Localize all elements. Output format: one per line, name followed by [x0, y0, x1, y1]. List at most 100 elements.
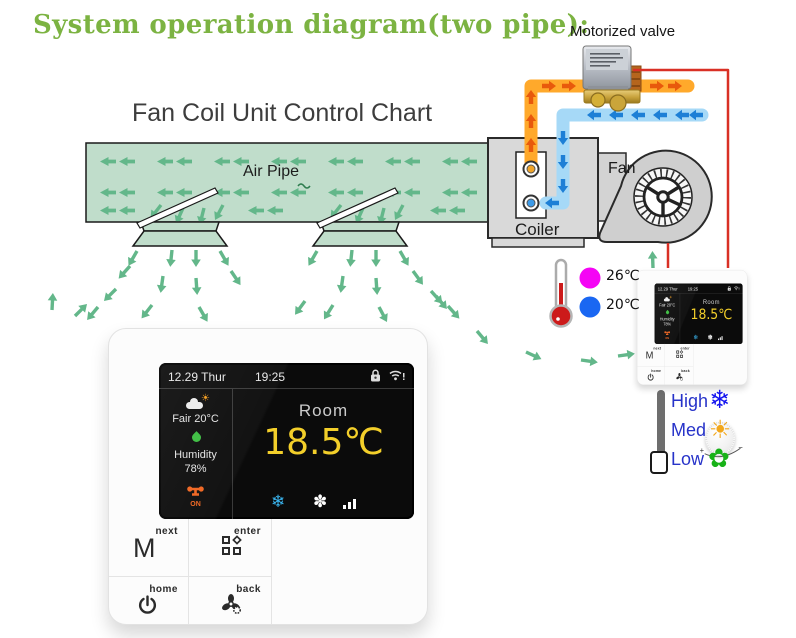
heat-mode-icon: ☀	[709, 415, 732, 444]
screen-status-bar: 12.29 Thur 19:25	[159, 363, 414, 389]
air-pipe-label: Air Pipe	[243, 163, 300, 180]
thermostat-screen: 12.29 Thur 19:25	[654, 283, 743, 344]
home-button-label: home	[651, 369, 662, 374]
temp-26-label: 26℃	[606, 268, 640, 284]
back-button[interactable]: back	[665, 366, 693, 385]
temp-20-label: 20℃	[606, 297, 640, 313]
fan-setting-icon	[676, 372, 683, 381]
screen-main-area: Room 18.5℃ ❄ ✽	[233, 389, 414, 519]
wifi-icon	[389, 370, 405, 381]
wire-valve-to-thermostat	[633, 68, 730, 268]
page-title: System operation diagram(two pipe):	[33, 10, 590, 40]
room-label: Room	[298, 401, 349, 420]
return-pipe-cold	[539, 108, 709, 210]
enter-grid-icon	[222, 535, 242, 556]
temp-dot-20	[579, 296, 601, 318]
power-icon	[138, 595, 157, 614]
valve-state-text: ON	[190, 501, 201, 508]
mode-key: M	[645, 349, 654, 361]
fan-speed-bars	[343, 491, 358, 509]
knob-plus-label: +	[699, 446, 705, 455]
fan-blower	[598, 149, 713, 244]
fan-speed-bars	[718, 333, 723, 341]
fan-setting-icon	[222, 594, 242, 615]
weather-label: Fair 20°C	[659, 302, 676, 308]
valve-status-icon	[664, 331, 671, 335]
cool-mode-icon: ❄	[709, 385, 730, 414]
screen-status-bar: 12.29 Thur 19:25	[654, 284, 743, 294]
enter-grid-icon	[676, 350, 684, 358]
screen-left-column: ☀ Fair 20°C Humidity 78% ON	[159, 389, 233, 519]
screen-time: 19:25	[687, 286, 699, 292]
next-button-label: next	[155, 526, 178, 537]
back-button-label: back	[236, 584, 261, 595]
fan-speed-slider	[650, 390, 668, 474]
next-button[interactable]: next M	[637, 344, 664, 366]
knob-minus-label: −	[738, 442, 743, 453]
vent-diffuser-1	[131, 187, 229, 247]
power-icon	[647, 373, 654, 381]
humidity-value: 78%	[663, 322, 671, 327]
chart-title: Fan Coil Unit Control Chart	[132, 99, 433, 127]
humidity-value: 78%	[184, 463, 207, 475]
humidity-drop-icon	[665, 309, 670, 315]
valve-state-text: ON	[665, 336, 669, 340]
humidity-label: Humidity	[174, 449, 217, 461]
fan-status-icon: ✽	[707, 333, 713, 342]
thermostat-device: 12.29 Thur 19:25	[637, 270, 748, 458]
screen-date: 12.29 Thur	[168, 370, 226, 384]
cooling-mode-icon: ❄	[693, 333, 699, 342]
thermometer-icon	[549, 258, 573, 328]
back-button[interactable]: back	[189, 577, 271, 626]
weather-icon: ☀	[186, 393, 210, 409]
next-button-label: next	[653, 346, 662, 351]
weather-icon: ☀	[663, 295, 672, 302]
wifi-icon	[734, 286, 740, 291]
enter-button[interactable]: enter	[189, 519, 271, 576]
back-button-label: back	[681, 369, 690, 374]
enter-button-label: enter	[234, 526, 261, 537]
lock-icon	[371, 369, 380, 382]
fan-speed-med-label: Med	[671, 420, 707, 440]
home-button[interactable]: home	[637, 366, 664, 385]
enter-button[interactable]: enter	[665, 344, 693, 366]
fan-speed-slider-handle[interactable]	[650, 451, 668, 474]
mode-key: M	[133, 533, 156, 563]
lock-icon	[727, 286, 731, 291]
button-panel: next M enter home back	[109, 519, 427, 624]
thermostat-device: 12.29 Thur 19:25	[108, 328, 428, 625]
cooling-mode-icon: ❄	[271, 492, 286, 512]
home-button[interactable]: home	[109, 577, 188, 626]
watermark-mark	[297, 183, 311, 189]
fan-speed-low-label: Low	[671, 449, 705, 469]
fan-blades	[635, 169, 691, 225]
button-panel: next M enter home back	[637, 343, 747, 458]
thermostat-screen: 12.29 Thur 19:25	[159, 363, 414, 519]
temp-dot-26	[579, 267, 601, 289]
thermostat-large: 12.29 Thur 19:25	[108, 328, 428, 625]
screen-main-area: Room 18.5℃ ❄ ✽	[680, 294, 742, 344]
vent-diffuser-2	[311, 187, 409, 247]
room-temperature: 18.5℃	[690, 306, 733, 323]
room-label: Room	[702, 298, 720, 306]
fan-label: Fan	[608, 160, 636, 177]
fan-status-icon: ✽	[313, 492, 328, 512]
room-temperature: 18.5℃	[263, 422, 384, 463]
fan-mode-icon: ✿	[708, 444, 730, 474]
motorized-valve-label: Motorized valve	[570, 23, 676, 40]
weather-label: Fair 20°C	[172, 413, 219, 425]
home-button-label: home	[149, 584, 178, 595]
fan-speed-high-label: High	[671, 391, 709, 411]
screen-date: 12.29 Thur	[657, 286, 678, 292]
coiler-ports	[522, 160, 540, 212]
thermostat-small-slot: 12.29 Thur 19:25	[637, 270, 748, 458]
humidity-drop-icon	[190, 431, 203, 444]
humidity-label: Humidity	[659, 316, 675, 322]
screen-time: 19:25	[255, 370, 286, 384]
air-duct	[85, 142, 489, 223]
enter-button-label: enter	[680, 346, 690, 351]
next-button[interactable]: next M	[109, 519, 188, 576]
screen-left-column: ☀ Fair 20°C Humidity 78% ON	[655, 293, 681, 344]
